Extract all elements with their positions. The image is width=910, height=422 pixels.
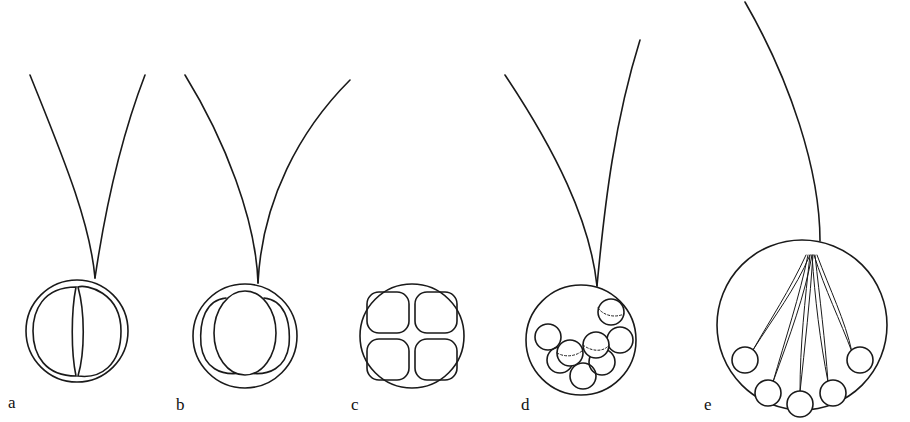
figure-letter: e <box>704 396 712 413</box>
two-cell-side-view <box>185 75 350 388</box>
two-cell-stage <box>26 75 145 382</box>
figure-letter: c <box>351 396 359 413</box>
colony-with-flagella <box>717 2 887 417</box>
figure-letter: b <box>176 396 185 413</box>
figure-letter: d <box>521 396 530 413</box>
eight-cell-stage <box>505 40 640 395</box>
four-cell-stage <box>360 284 464 388</box>
figure-letter: a <box>8 394 16 411</box>
